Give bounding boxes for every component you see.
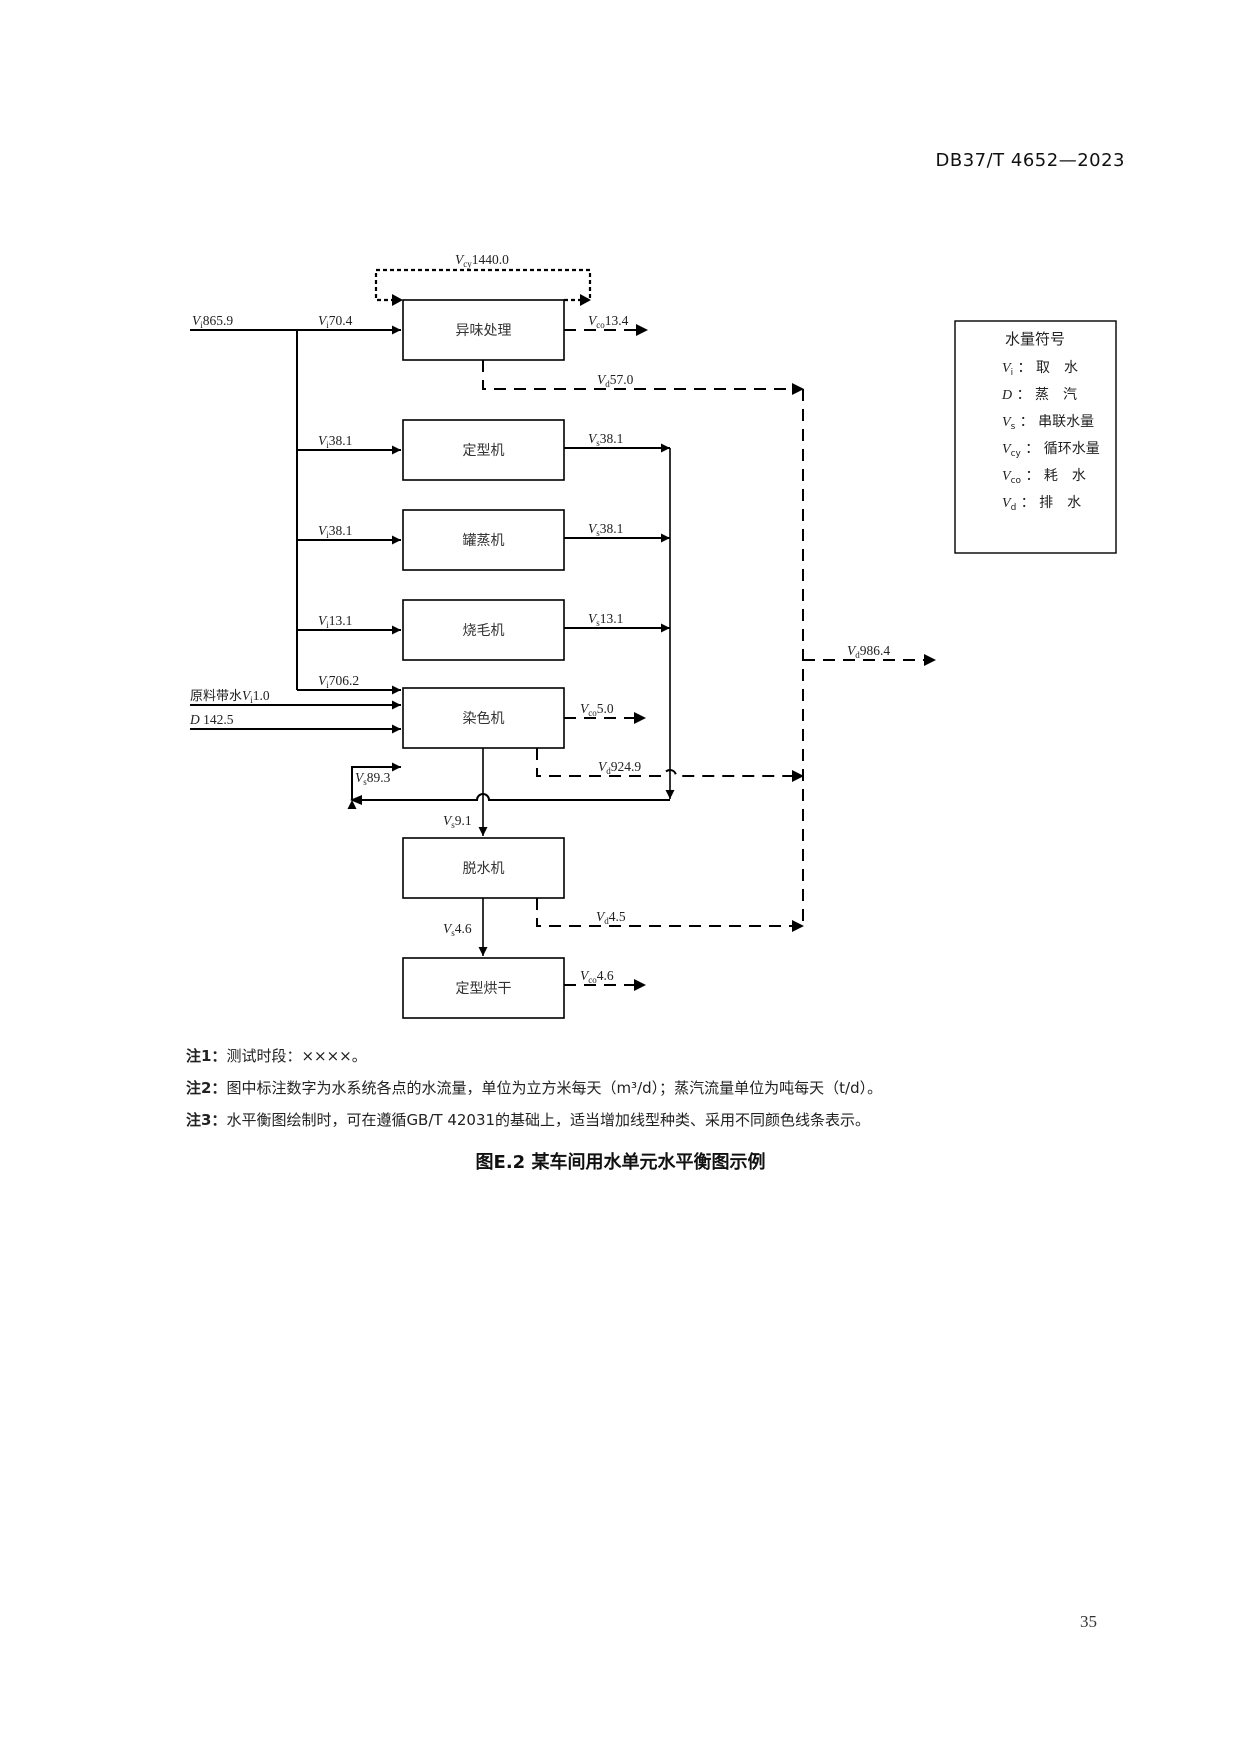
unit-label-dewatering: 脱水机 bbox=[463, 861, 505, 877]
drain-total-arrowhead bbox=[924, 654, 936, 666]
flow-label-series-steaming: Vs38.1 bbox=[588, 521, 623, 538]
unit-label-singeing: 烧毛机 bbox=[463, 623, 505, 639]
unit-label-drying: 定型烘干 bbox=[456, 981, 512, 997]
standard-code: DB37/T 4652—2023 bbox=[935, 150, 1125, 171]
flow-label-drain-total: Vd986.4 bbox=[847, 643, 890, 660]
legend-item: D ： 蒸 汽 bbox=[1001, 387, 1077, 403]
note-prefix: 注2： bbox=[186, 1079, 227, 1097]
flow-label-drain-deodorize: Vd57.0 bbox=[597, 372, 634, 389]
consume-dyeing-arrowhead bbox=[634, 712, 646, 724]
note-prefix: 注1： bbox=[186, 1047, 227, 1065]
flow-label-intake-deodorize: Vi70.4 bbox=[318, 313, 353, 330]
cycle-deodorize-line bbox=[374, 268, 592, 302]
flow-label-raw-water-dyeing: 原料带水Vi1.0 bbox=[190, 688, 270, 705]
legend-item: Vcy ： 循环水量 bbox=[1002, 441, 1100, 459]
drain-dyeing-line bbox=[536, 748, 795, 777]
consume-drying-arrowhead bbox=[634, 979, 646, 991]
flow-label-series-setting: Vs38.1 bbox=[588, 431, 623, 448]
flow-label-cycle-deodorize: Vcy1440.0 bbox=[455, 252, 509, 269]
note-2: 注2：图中标注数字为水系统各点的水流量，单位为立方米每天（m³/d）；蒸汽流量单… bbox=[186, 1072, 882, 1104]
note-text: 图中标注数字为水系统各点的水流量，单位为立方米每天（m³/d）；蒸汽流量单位为吨… bbox=[226, 1079, 883, 1097]
flow-label-steam-dyeing: D 142.5 bbox=[189, 712, 234, 727]
flow-label-intake-dyeing: Vi706.2 bbox=[318, 673, 359, 690]
cycle-arrowhead-out bbox=[580, 294, 591, 306]
legend-title: 水量符号 bbox=[1005, 330, 1065, 348]
legend-item: Vd ： 排 水 bbox=[1002, 495, 1081, 513]
drain-deodorize-line bbox=[482, 360, 795, 390]
flow-label-series-dewatering: Vs9.1 bbox=[443, 813, 472, 830]
unit-box-setting bbox=[402, 419, 565, 481]
page-number: 35 bbox=[1080, 1612, 1097, 1631]
unit-label-setting: 定型机 bbox=[463, 443, 505, 459]
flow-label-intake-singeing: Vi13.1 bbox=[318, 613, 352, 630]
flow-label-drain-dewatering: Vd4.5 bbox=[596, 909, 626, 926]
legend-item: Vco ： 耗 水 bbox=[1002, 468, 1086, 486]
series-return-arrowhead bbox=[350, 795, 362, 805]
legend-item: Vs ： 串联水量 bbox=[1002, 414, 1094, 432]
flow-label-consume-drying: Vco4.6 bbox=[580, 968, 614, 985]
legend-item: Vi ： 取 水 bbox=[1002, 360, 1078, 378]
flow-label-intake-total: Vi865.9 bbox=[192, 313, 233, 330]
flow-label-intake-steaming: Vi38.1 bbox=[318, 523, 352, 540]
series-return-line bbox=[352, 793, 670, 801]
flow-label-drain-dyeing: Vd924.9 bbox=[598, 759, 641, 776]
unit-box-singeing bbox=[402, 599, 565, 661]
flow-label-series-singeing: Vs13.1 bbox=[588, 611, 623, 628]
flow-label-series-drying: Vs4.6 bbox=[443, 921, 472, 938]
flow-label-series-return-dyeing: Vs89.3 bbox=[355, 770, 391, 787]
note-text: 水平衡图绘制时，可在遵循GB/T 42031的基础上，适当增加线型种类、采用不同… bbox=[226, 1111, 871, 1129]
figure-caption: 图E.2 某车间用水单元水平衡图示例 bbox=[475, 1152, 766, 1173]
consume-deodorize-arrowhead bbox=[636, 324, 648, 336]
unit-box-deodorize bbox=[402, 299, 565, 361]
drain-dewatering-line bbox=[536, 898, 795, 927]
note-1: 注1：测试时段：××××。 bbox=[186, 1040, 882, 1072]
note-text: 测试时段：××××。 bbox=[226, 1047, 367, 1065]
unit-box-steaming bbox=[402, 509, 565, 571]
flow-label-intake-setting: Vi38.1 bbox=[318, 433, 352, 450]
flow-label-consume-deodorize: Vco13.4 bbox=[588, 313, 629, 330]
unit-label-steaming: 罐蒸机 bbox=[463, 533, 505, 549]
unit-label-dyeing: 染色机 bbox=[463, 710, 505, 727]
flow-label-consume-dyeing: Vco5.0 bbox=[580, 701, 614, 718]
note-prefix: 注3： bbox=[186, 1111, 227, 1129]
unit-box-dyeing bbox=[402, 687, 565, 749]
unit-label-deodorize: 异味处理 bbox=[456, 323, 512, 339]
cycle-arrowhead-in bbox=[392, 294, 403, 306]
unit-box-drying bbox=[402, 957, 565, 1019]
note-3: 注3：水平衡图绘制时，可在遵循GB/T 42031的基础上，适当增加线型种类、采… bbox=[186, 1104, 882, 1136]
drain-dewatering-arrowhead bbox=[792, 920, 804, 932]
legend-box bbox=[954, 320, 1117, 554]
unit-box-dewatering bbox=[402, 837, 565, 899]
drain-dyeing-arrowhead bbox=[792, 770, 804, 782]
drain-deodorize-arrowhead bbox=[792, 383, 804, 395]
notes: 注1：测试时段：××××。 注2：图中标注数字为水系统各点的水流量，单位为立方米… bbox=[186, 1040, 882, 1136]
